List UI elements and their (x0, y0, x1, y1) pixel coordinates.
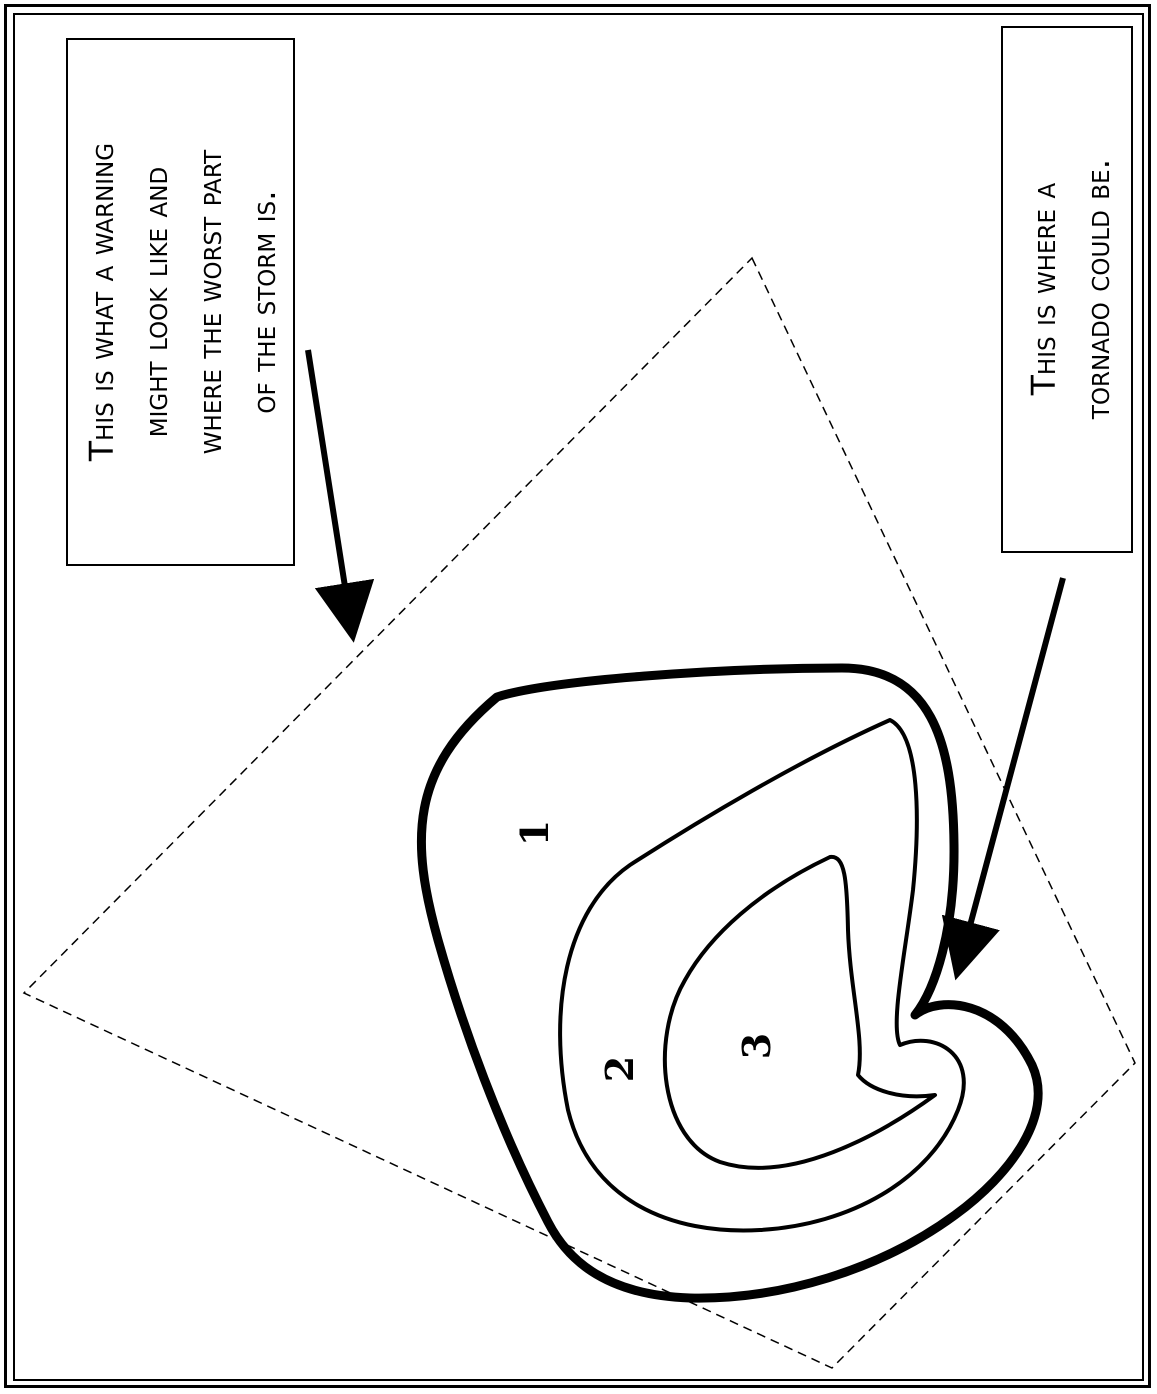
warning-line-1: This is what a warning (82, 143, 121, 462)
zone-3-label: 3 (734, 1033, 779, 1059)
warning-arrow (308, 350, 351, 625)
tornado-line-2: tornado could be. (1078, 159, 1117, 420)
warning-line-4: of the storm is. (244, 190, 283, 413)
zone-2-label: 2 (597, 1056, 642, 1082)
warning-line-3: where the worst part (190, 149, 229, 454)
storm-contour-outer (421, 668, 1038, 1298)
warning-line-2: might look like and (136, 167, 175, 437)
storm-contour-middle (560, 720, 964, 1230)
tornado-line-1: This is where a (1024, 182, 1063, 396)
storm-contour-inner (665, 857, 935, 1168)
tornado-arrow (960, 578, 1063, 963)
zone-1-label: 1 (512, 820, 557, 846)
